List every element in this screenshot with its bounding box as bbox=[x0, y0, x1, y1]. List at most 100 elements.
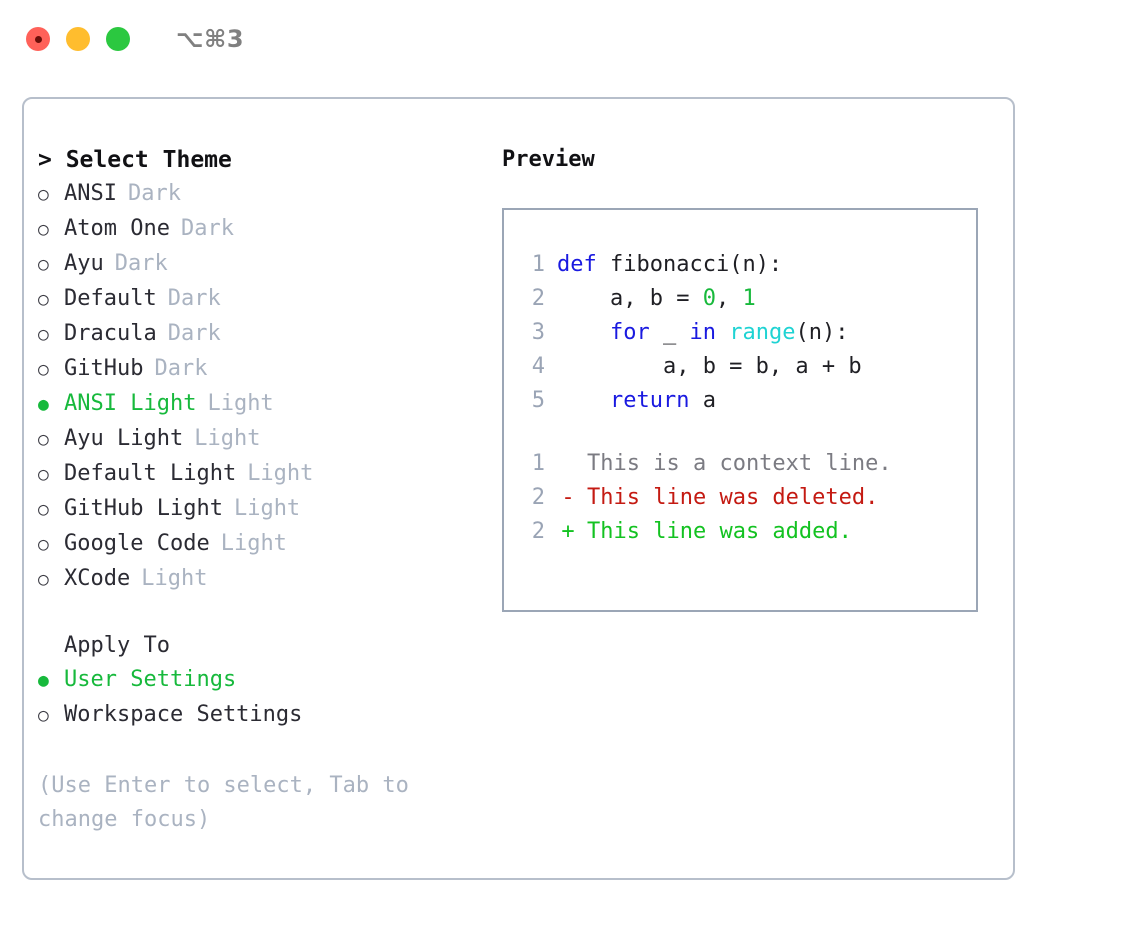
spacer bbox=[38, 597, 498, 629]
theme-option-label: Ayu bbox=[64, 251, 104, 276]
radio-selected-icon: ● bbox=[38, 670, 49, 691]
code-line: 3 for _ in range(n): bbox=[515, 316, 862, 350]
radio-unselected-icon: ○ bbox=[38, 429, 49, 450]
theme-option-label: Default bbox=[64, 286, 157, 311]
code-token-num: 0 bbox=[702, 286, 716, 311]
code-token-plain: a, b = bbox=[557, 286, 703, 311]
apply-to-option-label: User Settings bbox=[64, 667, 237, 692]
apply-to-option-1[interactable]: ○Workspace Settings bbox=[38, 698, 498, 733]
code-line-text: for _ in range(n): bbox=[557, 316, 848, 350]
apply-to-option-0[interactable]: ● User Settings bbox=[38, 663, 498, 698]
code-token-kw: for bbox=[609, 320, 650, 345]
keyboard-hint-text: (Use Enter to select, Tab to change focu… bbox=[38, 773, 423, 832]
theme-option-label: Google Code bbox=[64, 531, 210, 556]
window-controls bbox=[26, 27, 130, 51]
theme-option-variant-tag: Light bbox=[233, 496, 301, 521]
code-line-text: def fibonacci(n): bbox=[557, 248, 782, 282]
code-line: 2 a, b = 0, 1 bbox=[515, 282, 862, 316]
diff-marker-ctx bbox=[557, 447, 579, 481]
radio-unselected-icon: ○ bbox=[38, 705, 49, 726]
code-token-plain: fibonacci(n): bbox=[596, 252, 783, 277]
theme-option-variant-tag: Light bbox=[220, 531, 287, 556]
radio-unselected-icon: ○ bbox=[38, 464, 49, 485]
code-token-kw: in bbox=[689, 320, 716, 345]
theme-option-variant-tag: Dark bbox=[114, 251, 168, 276]
minimize-button[interactable] bbox=[66, 27, 90, 51]
line-number: 4 bbox=[531, 354, 545, 379]
diff-marker-add: + bbox=[561, 519, 575, 544]
theme-option-variant-tag: Light bbox=[141, 566, 208, 591]
preview-title: Preview bbox=[502, 147, 595, 172]
theme-option-variant-tag: Light bbox=[247, 461, 314, 486]
code-token-kw: def bbox=[557, 252, 597, 277]
diff-marker-del: - bbox=[561, 485, 575, 510]
theme-option-2[interactable]: ○ Ayu Dark bbox=[38, 247, 498, 282]
code-token-plain bbox=[557, 388, 610, 413]
theme-option-variant-tag: Light bbox=[207, 391, 274, 416]
diff-line-del: 2-This line was deleted. bbox=[515, 481, 892, 515]
line-number: 3 bbox=[531, 320, 545, 345]
radio-unselected-icon: ○ bbox=[38, 254, 49, 275]
theme-option-11[interactable]: ○ XCode Light bbox=[38, 562, 498, 597]
radio-unselected-icon: ○ bbox=[38, 499, 49, 520]
diff-sample: 1 This is a context line.2-This line was… bbox=[515, 447, 892, 549]
diff-line-add: 2+This line was added. bbox=[515, 515, 892, 549]
theme-option-9[interactable]: ○ GitHub Light Light bbox=[38, 492, 498, 527]
code-token-plain: _ bbox=[649, 320, 690, 345]
code-line-text: a, b = 0, 1 bbox=[557, 282, 756, 316]
line-number: 2 bbox=[531, 519, 545, 544]
diff-line-text: This is a context line. bbox=[587, 451, 892, 476]
radio-unselected-icon: ○ bbox=[38, 569, 49, 590]
apply-to-list[interactable]: ● User Settings ○Workspace Settings bbox=[38, 663, 498, 733]
code-line-text: a, b = b, a + b bbox=[557, 350, 862, 384]
theme-option-variant-tag: Dark bbox=[154, 356, 208, 381]
radio-selected-icon: ● bbox=[38, 394, 49, 415]
code-token-built: range bbox=[729, 320, 796, 345]
radio-unselected-icon: ○ bbox=[38, 184, 49, 205]
close-button[interactable] bbox=[26, 27, 50, 51]
line-number: 2 bbox=[531, 485, 545, 510]
keyboard-shortcut-label: ⌥⌘3 bbox=[176, 25, 245, 53]
zoom-button[interactable] bbox=[106, 27, 130, 51]
theme-option-label: Atom One bbox=[64, 216, 170, 241]
code-token-plain: a, b = b, a + b bbox=[557, 354, 862, 379]
title-bar: ⌥⌘3 bbox=[0, 0, 1140, 78]
code-token-num: 1 bbox=[742, 286, 756, 311]
diff-line-text: This line was deleted. bbox=[587, 485, 879, 510]
theme-option-3[interactable]: ○ Default Dark bbox=[38, 282, 498, 317]
line-number: 5 bbox=[531, 388, 545, 413]
radio-unselected-icon: ○ bbox=[38, 289, 49, 310]
theme-option-label: ANSI bbox=[64, 181, 117, 206]
code-token-plain: , bbox=[715, 286, 743, 311]
code-token-plain: (n): bbox=[795, 320, 849, 345]
theme-option-10[interactable]: ○ Google Code Light bbox=[38, 527, 498, 562]
apply-to-title: Apply To bbox=[64, 633, 170, 658]
line-number: 1 bbox=[531, 451, 545, 476]
radio-unselected-icon: ○ bbox=[38, 359, 49, 380]
theme-option-label: GitHub Light bbox=[64, 496, 223, 521]
theme-option-variant-tag: Dark bbox=[180, 216, 234, 241]
theme-option-variant-tag: Dark bbox=[167, 321, 221, 346]
radio-unselected-icon: ○ bbox=[38, 534, 49, 555]
theme-option-variant-tag: Dark bbox=[167, 286, 221, 311]
theme-option-8[interactable]: ○ Default Light Light bbox=[38, 457, 498, 492]
diff-line-ctx: 1 This is a context line. bbox=[515, 447, 892, 481]
theme-option-label: XCode bbox=[64, 566, 131, 591]
theme-option-label: Default Light bbox=[64, 461, 237, 486]
theme-option-label: Dracula bbox=[64, 321, 157, 346]
code-line: 5 return a bbox=[515, 384, 862, 418]
line-number: 2 bbox=[531, 286, 545, 311]
code-token-kw: return bbox=[609, 388, 690, 413]
